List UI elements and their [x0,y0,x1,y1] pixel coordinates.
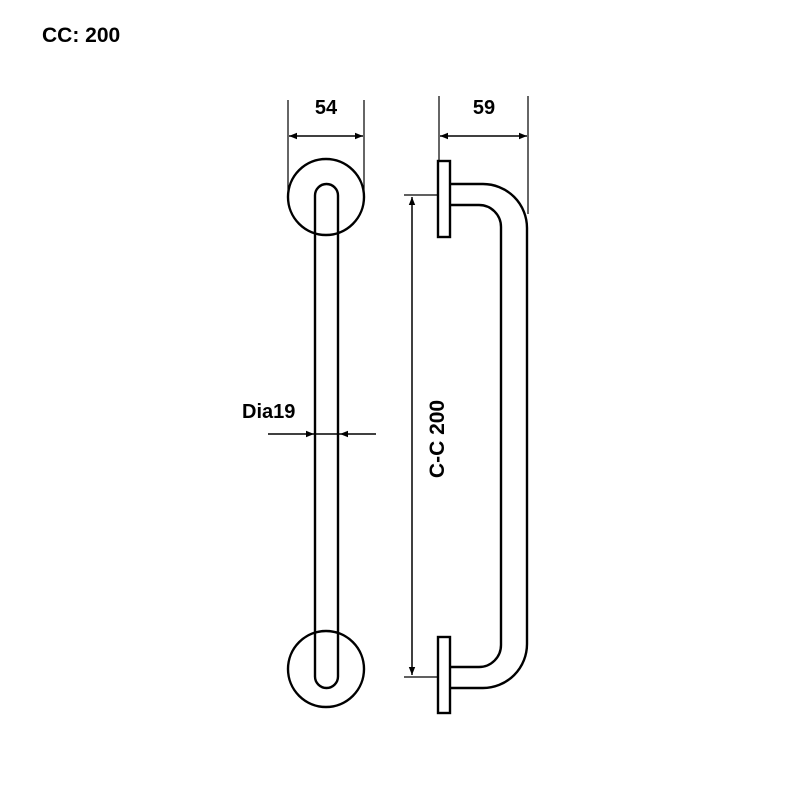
center-distance-label: C-C 200 [426,400,449,478]
grip-bar [313,182,340,690]
top-base-plate [436,159,452,239]
handle-profile-inner [450,203,503,669]
projection-dimension-label: 59 [473,97,495,119]
handle-profile-outer [450,182,529,690]
top-rose [286,157,366,237]
front-view: 54 Dia19 [242,97,376,709]
side-view: 59 C-C 200 [404,96,529,715]
diameter-dimension-label: Dia19 [242,401,295,423]
bottom-rose [286,629,366,709]
page-title: CC: 200 [42,24,120,47]
bottom-base-plate [436,635,452,715]
width-dimension-label: 54 [315,97,338,119]
